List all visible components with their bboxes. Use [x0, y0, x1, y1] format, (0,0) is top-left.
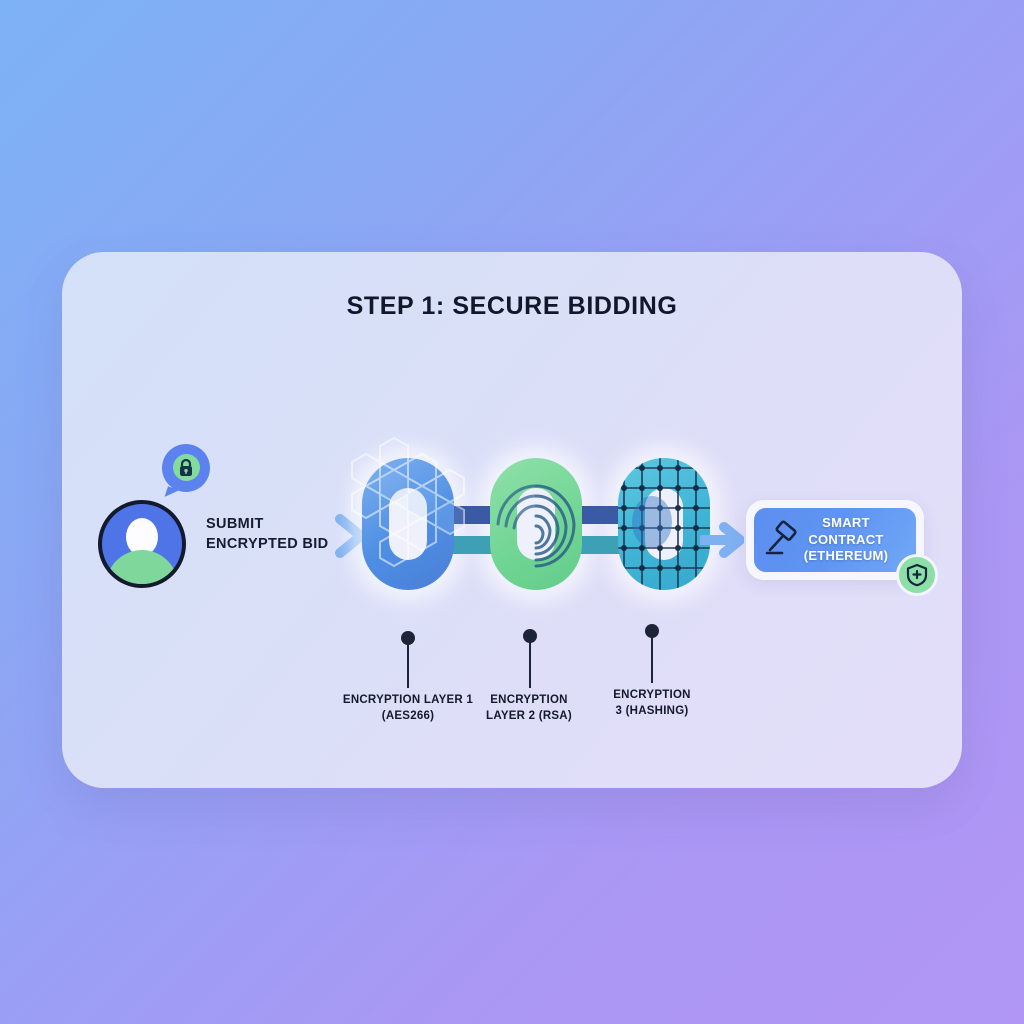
- layer-label-3-line2: 3 (HASHING): [615, 705, 689, 718]
- layer-label-1-line1: ENCRYPTION LAYER 1: [342, 694, 474, 706]
- submit-label-line2: ENCRYPTED BID: [206, 536, 329, 552]
- layer-label-2: ENCRYPTION LAYER 2 (RSA): [462, 692, 596, 725]
- layer-stem-3: [651, 635, 653, 683]
- layer-label-1: ENCRYPTION LAYER 1 (AES266): [334, 692, 482, 725]
- smart-contract-body: SMART CONTRACT (ETHEREUM): [754, 508, 916, 572]
- layer-label-2-line2: LAYER 2 (RSA): [486, 710, 572, 723]
- layer-stem-1: [407, 642, 409, 688]
- layer-dot-3: [645, 624, 659, 638]
- layer-label-1-line2: (AES266): [381, 710, 435, 723]
- smart-contract-label: SMART CONTRACT (ETHEREUM): [785, 515, 907, 566]
- step-card: STEP 1: SECURE BIDDING SUBMIT: [62, 252, 962, 788]
- smart-contract-line1: SMART CONTRACT: [808, 514, 884, 547]
- gavel-icon: [765, 520, 797, 555]
- page-title: STEP 1: SECURE BIDDING: [346, 292, 678, 320]
- avatar-head-icon: [126, 518, 158, 556]
- layer-label-2-line1: ENCRYPTION: [490, 694, 568, 706]
- layer-dot-2: [523, 629, 537, 643]
- layer-label-3: ENCRYPTION 3 (HASHING): [586, 687, 718, 720]
- encryption-chain: [340, 436, 730, 624]
- layer-stem-2: [529, 640, 531, 688]
- smart-contract-card[interactable]: SMART CONTRACT (ETHEREUM): [746, 500, 938, 596]
- lock-icon: [180, 458, 192, 476]
- encryption-node-1[interactable]: [362, 458, 454, 590]
- flow-diagram: SUBMIT ENCRYPTED BID: [62, 252, 962, 788]
- lock-bubble: [162, 444, 210, 501]
- shield-plus-icon: [896, 554, 938, 596]
- grid-mesh-icon: [618, 458, 710, 590]
- smart-contract-line2: (ETHEREUM): [803, 548, 889, 564]
- fingerprint-icon: [496, 484, 576, 568]
- avatar-body-icon: [106, 550, 178, 584]
- submit-label-line1: SUBMIT: [206, 516, 264, 532]
- layer-dot-1: [401, 631, 415, 645]
- user-node[interactable]: [98, 444, 210, 590]
- arrow-right-icon: [697, 520, 745, 565]
- submit-label: SUBMIT ENCRYPTED BID: [206, 514, 356, 554]
- layer-label-3-line1: ENCRYPTION: [613, 689, 691, 701]
- avatar: [98, 500, 186, 588]
